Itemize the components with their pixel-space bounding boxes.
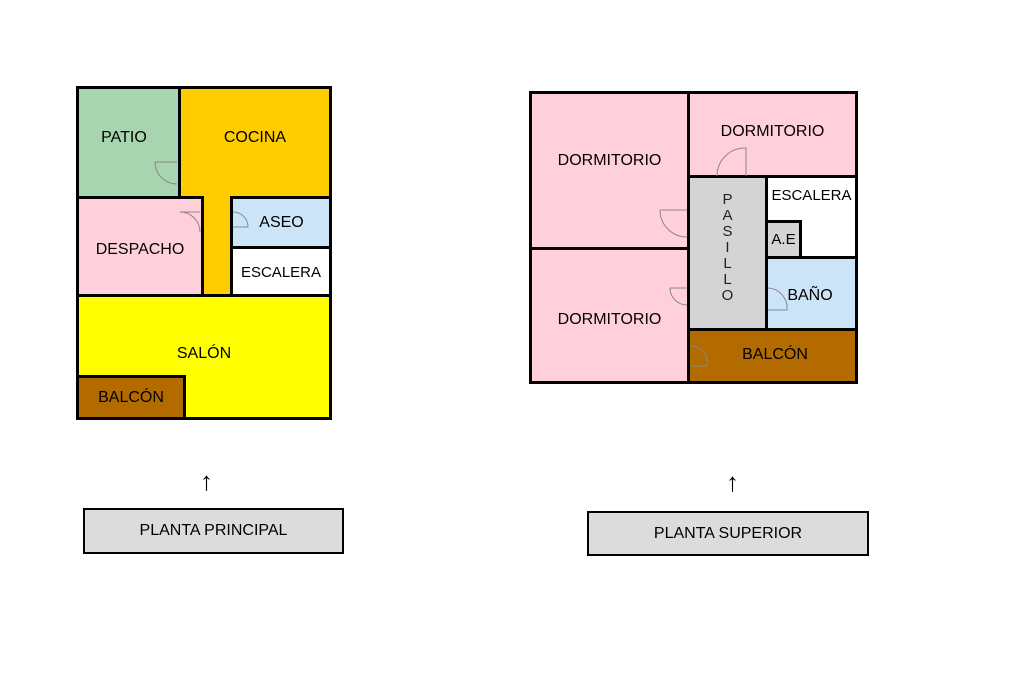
room-patio: PATIO	[76, 86, 182, 200]
room-balcon-superior-label: BALCÓN	[742, 346, 808, 363]
room-escalera-label: ESCALERA	[240, 263, 322, 281]
room-dormitorio-2: DORMITORIO	[687, 91, 858, 178]
room-despacho: DESPACHO	[76, 196, 204, 298]
planta-superior-label: PLANTA SUPERIOR	[587, 511, 869, 556]
room-aseo: ASEO	[230, 196, 332, 250]
planta-principal-label: PLANTA PRINCIPAL	[83, 508, 344, 554]
room-dormitorio-2-label: DORMITORIO	[720, 122, 825, 140]
pasillo-letter: A	[722, 207, 733, 224]
room-escalera-superior-label: ESCALERA	[771, 187, 852, 204]
pasillo-letter: L	[723, 271, 732, 288]
room-patio-label: PATIO	[101, 129, 147, 146]
room-balcon-label: BALCÓN	[98, 388, 164, 406]
room-dormitorio-3: DORMITORIO	[529, 247, 690, 384]
room-pasillo-label: P A S I L L O	[722, 192, 734, 304]
room-dormitorio-1-label: DORMITORIO	[557, 151, 662, 169]
room-balcon-superior: BALCÓN	[687, 328, 858, 384]
room-despacho-label: DESPACHO	[95, 240, 185, 258]
pasillo-letter: I	[725, 239, 730, 256]
room-cocina: COCINA	[178, 86, 332, 200]
room-bano-label: BAÑO	[787, 287, 833, 304]
planta-principal-label-text: PLANTA PRINCIPAL	[139, 522, 288, 539]
room-pasillo: P A S I L L O	[687, 175, 768, 331]
room-ae: A.E	[765, 220, 802, 259]
kitchen-corridor	[202, 196, 231, 298]
planta-superior-label-text: PLANTA SUPERIOR	[653, 524, 803, 542]
room-cocina-label: COCINA	[223, 129, 287, 146]
pasillo-letter: P	[722, 191, 733, 208]
room-ae-label: A.E	[771, 231, 796, 248]
room-aseo-label: ASEO	[259, 214, 304, 231]
room-dormitorio-1: DORMITORIO	[529, 91, 690, 250]
pasillo-letter: S	[722, 223, 733, 240]
pasillo-letter: O	[721, 287, 734, 304]
room-escalera: ESCALERA	[230, 246, 332, 298]
room-salon-label: SALÓN	[176, 345, 232, 362]
room-dormitorio-3-label: DORMITORIO	[557, 310, 662, 328]
room-balcon-principal: BALCÓN	[76, 375, 186, 420]
arrow-up-icon: ↑	[200, 466, 213, 496]
room-bano: BAÑO	[765, 256, 858, 331]
pasillo-letter: L	[723, 255, 732, 272]
arrow-up-icon: ↑	[726, 467, 739, 497]
